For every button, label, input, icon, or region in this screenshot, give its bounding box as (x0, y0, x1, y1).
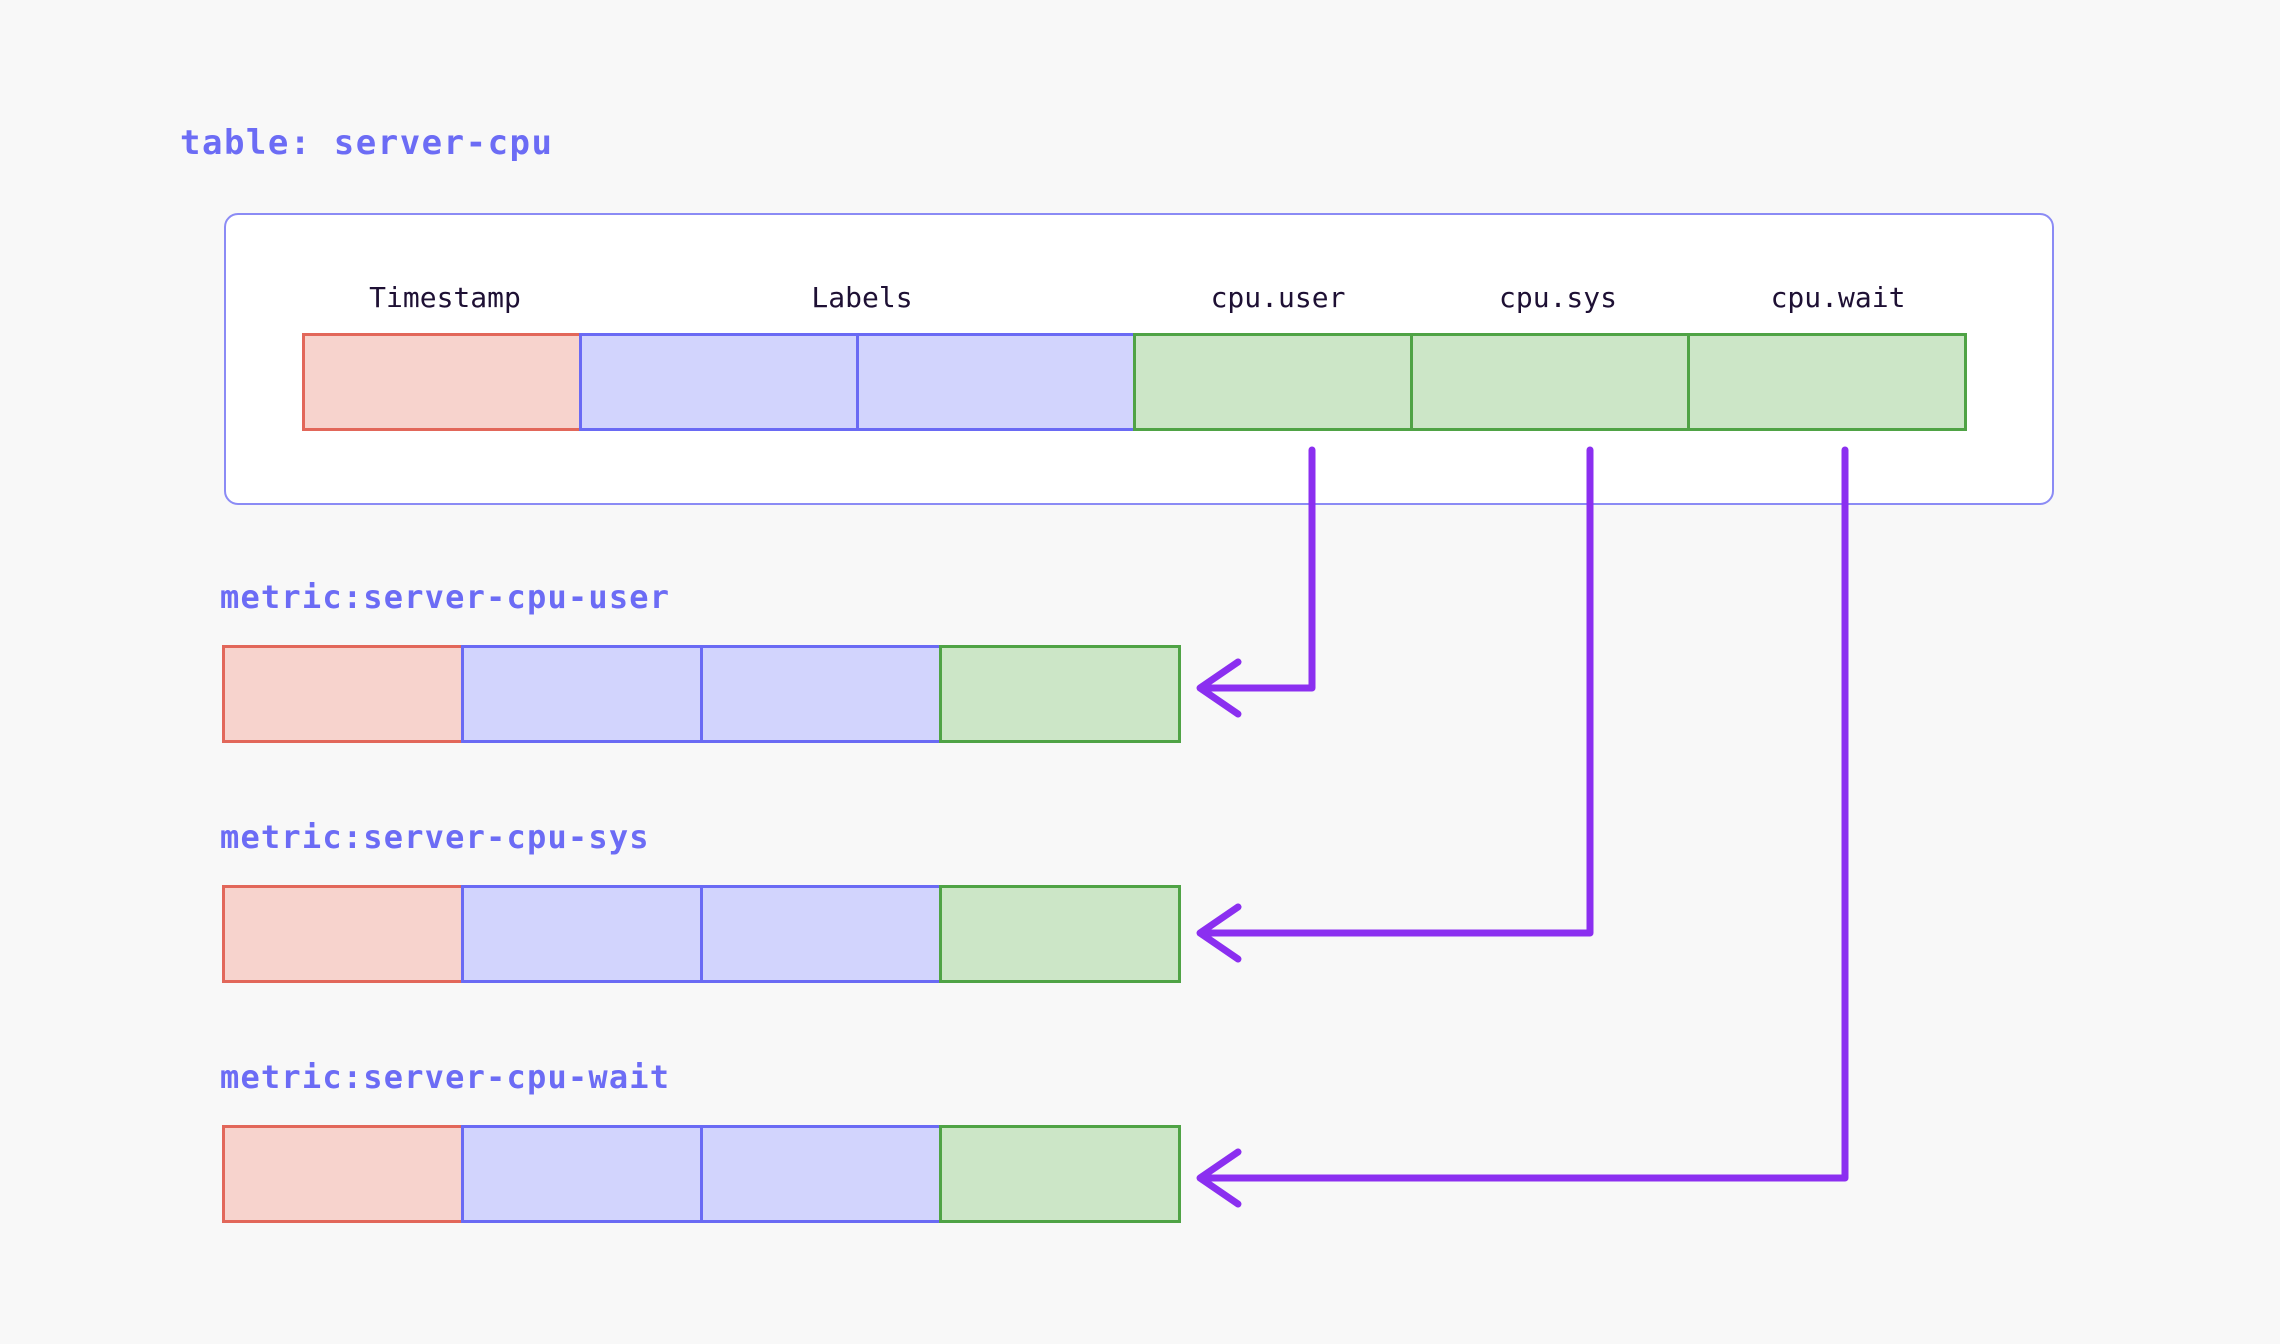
metric-sys-cell-timestamp (222, 885, 464, 983)
table-cell-cpu-user (1133, 333, 1413, 431)
column-header-cpu-user: cpu.user (1210, 281, 1346, 314)
metric-sys-cell-value (939, 885, 1181, 983)
metric-sys-cell-labels-2 (700, 885, 942, 983)
metric-title-wait: metric:server-cpu-wait (220, 1058, 671, 1096)
metric-row-sys (222, 885, 1181, 983)
arrowhead-cpu-user (1196, 658, 1242, 718)
metric-wait-cell-value (939, 1125, 1181, 1223)
column-header-cpu-sys: cpu.sys (1498, 281, 1618, 314)
metric-title-sys: metric:server-cpu-sys (220, 818, 650, 856)
table-cell-labels-1 (579, 333, 859, 431)
metric-row-wait (222, 1125, 1181, 1223)
table-cell-labels-2 (856, 333, 1136, 431)
arrowhead-cpu-sys (1196, 903, 1242, 963)
metric-title-user: metric:server-cpu-user (220, 578, 671, 616)
metric-wait-cell-labels-1 (461, 1125, 703, 1223)
connector-cpu-sys (1201, 446, 1594, 937)
column-header-labels: Labels (811, 281, 913, 314)
table-cell-cpu-wait (1687, 333, 1967, 431)
table-data-row (302, 333, 1967, 431)
metric-user-cell-timestamp (222, 645, 464, 743)
metric-user-cell-labels-2 (700, 645, 942, 743)
column-header-cpu-wait: cpu.wait (1770, 281, 1906, 314)
arrowhead-cpu-wait (1196, 1148, 1242, 1208)
connector-cpu-wait (1201, 446, 1849, 1182)
metric-user-cell-value (939, 645, 1181, 743)
metric-sys-cell-labels-1 (461, 885, 703, 983)
table-cell-cpu-sys (1410, 333, 1690, 431)
metric-row-user (222, 645, 1181, 743)
metric-user-cell-labels-1 (461, 645, 703, 743)
table-cell-timestamp (302, 333, 582, 431)
metric-wait-cell-labels-2 (700, 1125, 942, 1223)
column-header-timestamp: Timestamp (369, 281, 521, 314)
metric-wait-cell-timestamp (222, 1125, 464, 1223)
table-title: table: server-cpu (180, 123, 554, 163)
